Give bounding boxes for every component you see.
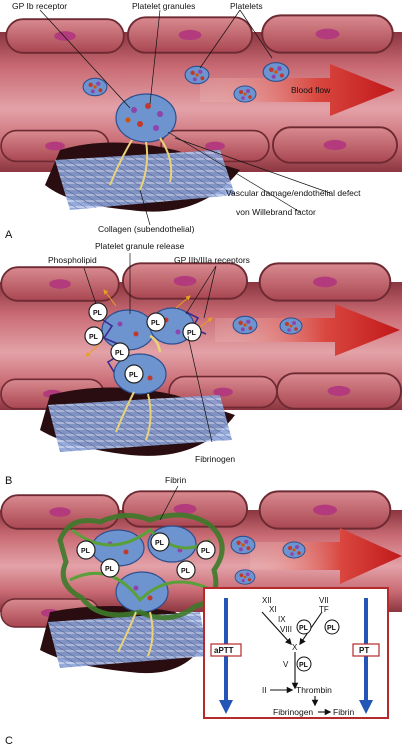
pl-label: PL [89,334,99,341]
label-blood-flow: Blood flow [291,85,331,95]
pl-label: PL [299,662,309,669]
leader-fibrinogen [187,335,213,443]
collagen-fibers [55,150,235,210]
leader-fibrin [159,485,179,521]
factor-tf: TF [319,605,329,614]
pl-label: PL [129,372,139,379]
panel-letter-c: C [5,735,13,747]
factor-v: V [283,660,289,669]
label-gp-iib-iiia: GP IIb/IIIa receptors [174,255,250,265]
pl-label: PL [201,548,211,555]
label-fibrin: Fibrin [165,475,187,485]
factor-viii: VIII [280,625,292,634]
leader-damage [174,137,331,194]
platelet [282,541,306,559]
factor-xi: XI [269,605,277,614]
platelet [232,315,258,335]
platelet [230,535,256,555]
endothelial-cell [261,14,394,54]
label-collagen: Collagen (subendothelial) [98,224,195,234]
pl-label: PL [155,540,165,547]
collagen-fibers [48,395,232,452]
pl-label: PL [105,566,115,573]
pl-disc-cascade [296,656,312,672]
label-platelet-granules: Platelet granules [132,1,195,11]
factor-xii: XII [262,596,272,605]
pl-label: PL [81,548,91,555]
leader-platelets-1 [199,9,241,69]
label-phospholipid: Phospholipid [48,255,97,265]
fibrin: Fibrin [333,707,355,717]
fibrinogen: Fibrinogen [273,707,313,717]
factor-ii: II [262,686,266,695]
endothelial-cell [5,18,125,54]
leader-phospholipid [83,267,97,305]
thrombin: Thrombin [296,685,332,695]
label-vascular-damage: Vascular damage/endothelial defect [226,188,361,198]
leader-platelets-2 [239,9,273,59]
endothelial-cell [126,16,254,54]
blood-flow-arrow [250,528,402,584]
leader-granules [149,9,161,105]
panel-a: GP Ib receptor Platelet granules Platele… [0,1,402,241]
aptt-label: aPTT [214,646,234,655]
factor-ix: IX [278,615,286,624]
endothelial-cell [258,490,392,530]
coagulation-cascade-box: aPTT PT XII XI IX VIII VII TF X V II Thr… [203,587,389,719]
endothelial-cell [0,266,120,302]
pl-disc-cascade [324,619,340,635]
blood-flow-arrow [200,64,395,116]
pl-label: PL [181,568,191,575]
endothelial-cell [258,262,392,302]
endothelial-cell [275,372,402,410]
label-platelet-granule-release: Platelet granule release [95,241,185,251]
platelet [233,85,257,103]
panel-b: PL PL PL PL PL PL Platelet granule relea… [0,241,402,487]
pt-box [352,643,380,657]
platelet [82,77,108,97]
label-von-willebrand-factor: von Willebrand factor [236,207,316,217]
factor-vii: VII [319,596,329,605]
pl-label: PL [93,310,103,317]
label-fibrinogen: Fibrinogen [195,454,235,464]
label-platelets: Platelets [230,1,263,11]
pl-label: PL [299,625,309,632]
platelet [262,62,290,82]
blood-flow-arrow [215,304,400,356]
pl-disc-cascade [296,619,312,635]
pl-label: PL [151,320,161,327]
pt-label: PT [359,646,369,655]
aptt-arrowhead [219,700,233,714]
endothelial-cell [121,490,249,528]
arrow-intrinsic [261,611,292,645]
leader-gp-ib [39,9,131,109]
leader-collagen [139,189,151,226]
panel-letter-b: B [5,475,12,487]
factor-x: X [292,643,298,652]
pl-label: PL [187,330,197,337]
platelet [279,317,303,335]
leader-gp-iib-2 [203,265,217,319]
platelet [184,65,210,85]
pl-label: PL [115,350,125,357]
aptt-box [210,643,242,657]
collagen-fibers [48,612,208,668]
endothelial-cell [121,262,249,300]
panel-letter-a: A [5,229,13,241]
leader-vwf [167,131,301,213]
phospholipid-discs: PL PL PL PL PL [76,532,216,580]
label-gp-ib-receptor: GP Ib receptor [12,1,67,11]
adherent-platelet-clump [109,93,177,191]
platelet [234,569,256,585]
phospholipid-discs: PL PL PL PL PL PL [84,302,202,384]
endothelial-cell [271,126,399,164]
pt-arrowhead [359,700,373,714]
leader-gp-iib-1 [185,265,217,315]
panel-c: PL PL PL PL PL Fibrin aPTT PT [0,475,402,747]
pl-label: PL [327,625,337,632]
